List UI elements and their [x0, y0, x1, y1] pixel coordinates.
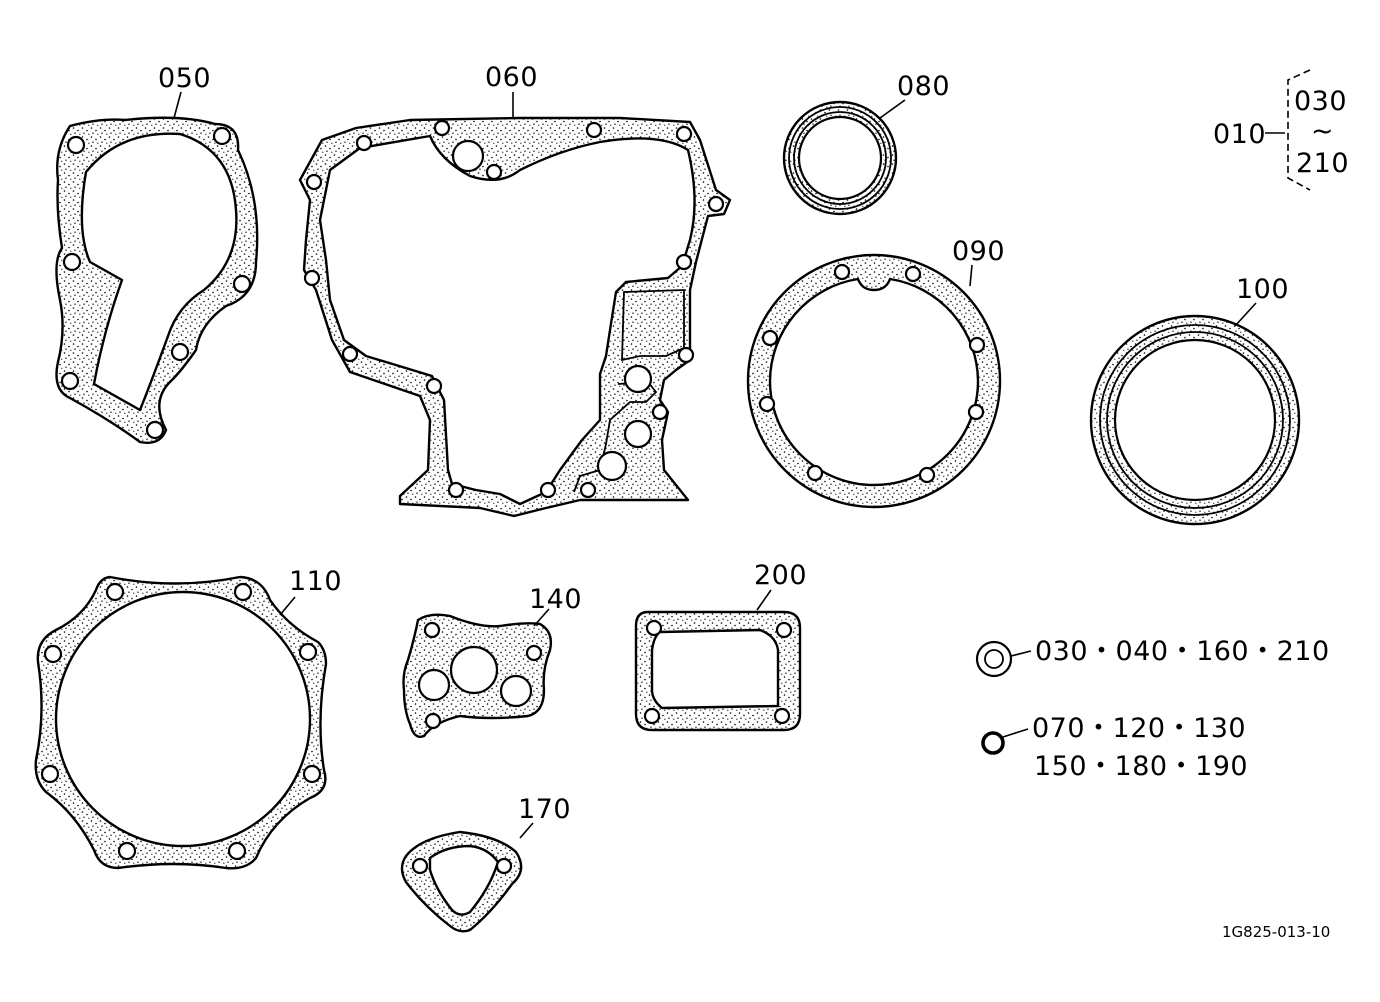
label-090: 090	[952, 236, 1005, 267]
label-010: 010	[1213, 119, 1266, 150]
kit-bracket	[1265, 69, 1311, 191]
gasket-140	[402, 608, 553, 738]
gasket-060	[298, 92, 732, 518]
kit-last-part: 210	[1296, 148, 1349, 179]
gasket-200	[634, 589, 802, 732]
label-050: 050	[158, 63, 211, 94]
kit-first-part: 030	[1294, 86, 1347, 117]
label-170: 170	[518, 794, 571, 825]
label-110: 110	[289, 566, 342, 597]
gasket-100	[1089, 302, 1301, 526]
o-ring-group-label-line1: 070・120・130	[1032, 713, 1246, 744]
o-ring-group-label-line2: 150・180・190	[1034, 751, 1248, 782]
gasket-170	[400, 822, 534, 933]
gasket-110	[34, 575, 328, 870]
label-100: 100	[1236, 274, 1289, 305]
o-ring-symbol	[981, 728, 1029, 755]
washer-group-label: 030・040・160・210	[1035, 636, 1330, 667]
label-200: 200	[754, 560, 807, 591]
gasket-080	[782, 99, 906, 216]
washer-symbol	[975, 640, 1032, 678]
figure-code: 1G825-013-10	[1222, 923, 1330, 941]
label-080: 080	[897, 71, 950, 102]
kit-range-mark: ~	[1311, 116, 1334, 147]
label-060: 060	[485, 62, 538, 93]
label-140: 140	[529, 584, 582, 615]
gasket-050	[55, 91, 259, 444]
gasket-090	[746, 253, 1002, 509]
